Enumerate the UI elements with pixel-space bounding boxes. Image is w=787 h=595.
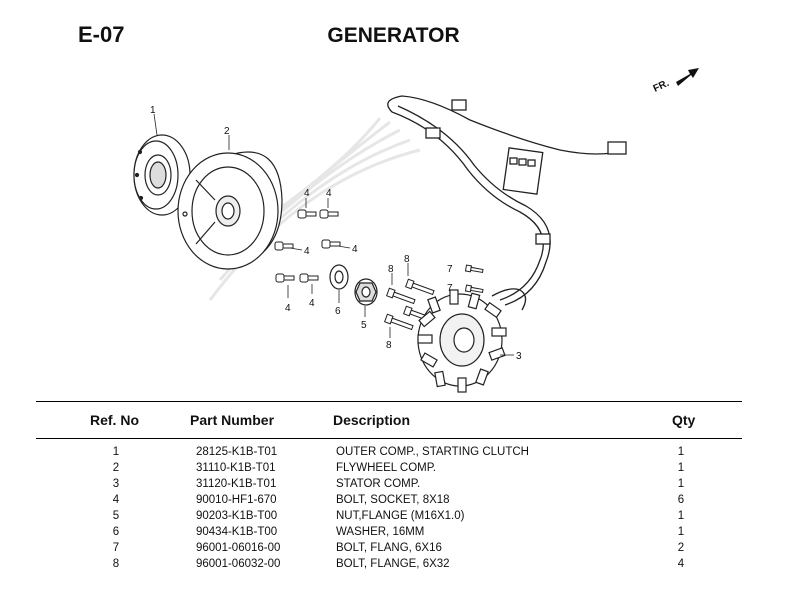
cell-description: BOLT, SOCKET, 8X18 <box>336 494 450 506</box>
table-row: 8 96001-06032-00 BOLT, FLANGE, 6X32 4 <box>36 556 726 572</box>
callout-6: 6 <box>335 306 341 317</box>
cell-qty: 1 <box>677 446 685 458</box>
cell-ref: 1 <box>112 446 120 458</box>
cell-description: NUT,FLANGE (M16X1.0) <box>336 510 465 522</box>
table-row: 3 31120-K1B-T01 STATOR COMP. 1 <box>36 476 726 492</box>
table-row: 6 90434-K1B-T00 WASHER, 16MM 1 <box>36 524 726 540</box>
table-header-rule <box>36 438 742 439</box>
cell-qty: 1 <box>677 478 685 490</box>
cell-part-number: 90434-K1B-T00 <box>196 526 278 538</box>
callout-5: 5 <box>361 320 367 331</box>
stator-wiring-harness <box>387 95 627 311</box>
callout-7b: 7 <box>447 283 453 294</box>
callout-4d: 4 <box>352 244 358 255</box>
table-row: 1 28125-K1B-T01 OUTER COMP., STARTING CL… <box>36 444 726 460</box>
cell-ref: 8 <box>112 558 120 570</box>
parts-table: 1 28125-K1B-T01 OUTER COMP., STARTING CL… <box>36 444 726 572</box>
part-stator <box>417 289 507 393</box>
cell-ref: 7 <box>112 542 120 554</box>
callout-7a: 7 <box>447 264 453 275</box>
cell-qty: 1 <box>677 462 685 474</box>
callout-4a: 4 <box>304 188 310 199</box>
cell-description: OUTER COMP., STARTING CLUTCH <box>336 446 529 458</box>
cell-part-number: 31110-K1B-T01 <box>196 462 276 474</box>
part-flange-bolts-6x32 <box>383 278 435 331</box>
cell-description: STATOR COMP. <box>336 478 421 490</box>
part-outer-comp-starting-clutch <box>133 134 191 216</box>
cell-part-number: 90010-HF1-670 <box>196 494 277 506</box>
header-ref-no: Ref. No <box>90 412 139 428</box>
cell-ref: 4 <box>112 494 120 506</box>
cell-part-number: 96001-06016-00 <box>196 542 281 554</box>
cell-ref: 5 <box>112 510 120 522</box>
header-description: Description <box>333 412 411 428</box>
front-direction-indicator: FR. <box>652 68 699 95</box>
header-part-number: Part Number <box>190 412 275 428</box>
exploded-parts-diagram: FR. 1 2 4 <box>133 68 699 393</box>
page-title: GENERATOR <box>327 24 460 47</box>
cell-ref: 3 <box>112 478 120 490</box>
cell-qty: 6 <box>677 494 685 506</box>
cell-description: BOLT, FLANGE, 6X32 <box>336 558 450 570</box>
cell-qty: 1 <box>677 510 685 522</box>
header-qty: Qty <box>672 412 696 428</box>
part-flange-nut <box>354 278 378 306</box>
callout-3: 3 <box>516 351 522 362</box>
cell-qty: 1 <box>677 526 685 538</box>
front-label: FR. <box>652 78 671 95</box>
cell-ref: 2 <box>112 462 120 474</box>
callout-2: 2 <box>224 126 230 137</box>
callout-4e: 4 <box>285 303 291 314</box>
table-row: 2 31110-K1B-T01 FLYWHEEL COMP. 1 <box>36 460 726 476</box>
table-row: 5 90203-K1B-T00 NUT,FLANGE (M16X1.0) 1 <box>36 508 726 524</box>
cell-ref: 6 <box>112 526 120 538</box>
cell-part-number: 90203-K1B-T00 <box>196 510 278 522</box>
cell-qty: 4 <box>677 558 685 570</box>
part-socket-bolts <box>274 209 341 283</box>
table-row: 4 90010-HF1-670 BOLT, SOCKET, 8X18 6 <box>36 492 726 508</box>
callout-1: 1 <box>150 105 156 116</box>
callout-4f: 4 <box>309 298 315 309</box>
callout-4c: 4 <box>304 246 310 257</box>
front-arrow-icon <box>676 68 699 86</box>
cell-description: WASHER, 16MM <box>336 526 425 538</box>
cell-description: FLYWHEEL COMP. <box>336 462 437 474</box>
cell-part-number: 31120-K1B-T01 <box>196 478 277 490</box>
cell-part-number: 96001-06032-00 <box>196 558 281 570</box>
callout-8c: 8 <box>386 340 392 351</box>
callout-8a: 8 <box>404 254 410 265</box>
part-washer <box>329 264 349 290</box>
cell-part-number: 28125-K1B-T01 <box>196 446 278 458</box>
cell-qty: 2 <box>677 542 685 554</box>
table-row: 7 96001-06016-00 BOLT, FLANG, 6X16 2 <box>36 540 726 556</box>
diagram-code: E-07 <box>78 22 125 47</box>
part-flywheel <box>177 151 283 270</box>
table-top-rule <box>36 401 742 402</box>
part-flange-bolts-6x16 <box>464 264 484 294</box>
callout-8b: 8 <box>388 264 394 275</box>
callout-4b: 4 <box>326 188 332 199</box>
cell-description: BOLT, FLANG, 6X16 <box>336 542 442 554</box>
